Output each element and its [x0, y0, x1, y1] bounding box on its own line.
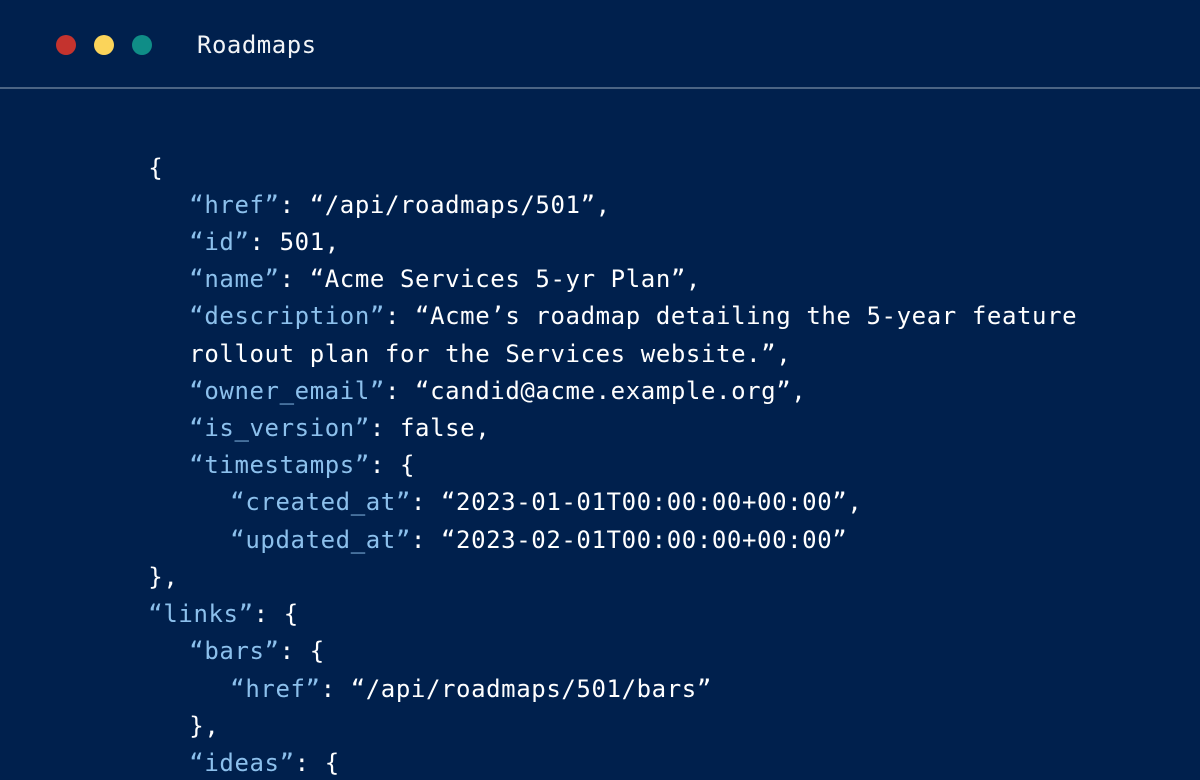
code-line: “bars”: {: [99, 596, 325, 665]
minimize-button[interactable]: [94, 35, 114, 55]
code-value: : “candid@acme.example.org”,: [384, 377, 807, 405]
code-line: rollout plan for the Services website.”,: [99, 299, 791, 368]
code-text: },: [189, 712, 220, 740]
code-text: {: [148, 154, 164, 182]
code-key: “owner_email”: [189, 377, 385, 405]
code-value: : {: [279, 637, 325, 665]
code-key: “href”: [189, 191, 280, 219]
code-line: “id”: 501,: [99, 187, 340, 256]
code-value: : “Acme Services 5-yr Plan”,: [279, 265, 701, 293]
close-button[interactable]: [56, 35, 76, 55]
code-key: “description”: [189, 302, 385, 330]
code-value: : {: [294, 749, 340, 777]
window-title: Roadmaps: [197, 31, 317, 59]
code-line: “created_at”: “2023-01-01T00:00:00+00:00…: [140, 447, 862, 516]
code-line: “ideas”: {: [99, 708, 340, 777]
code-text: rollout plan for the Services website.”,: [189, 340, 792, 368]
code-key: “id”: [189, 228, 250, 256]
code-key: “timestamps”: [189, 451, 370, 479]
code-text: },: [148, 563, 179, 591]
code-value: : false,: [369, 414, 491, 442]
code-key: “name”: [189, 265, 280, 293]
code-value: : 501,: [249, 228, 340, 256]
code-key: “updated_at”: [230, 526, 411, 554]
code-line: },: [58, 522, 178, 591]
code-key: “ideas”: [189, 749, 295, 777]
code-key: “links”: [148, 600, 254, 628]
code-value: : “/api/roadmaps/501/bars”: [320, 675, 712, 703]
code-line: “name”: “Acme Services 5-yr Plan”,: [99, 224, 701, 293]
code-line: “owner_email”: “candid@acme.example.org”…: [99, 336, 806, 405]
code-key: “is_version”: [189, 414, 370, 442]
code-line: {: [58, 113, 163, 182]
code-line: “href”: “/api/roadmaps/501/bars”: [140, 634, 712, 703]
code-value: : “Acme’s roadmap detailing the 5-year f…: [384, 302, 1078, 330]
title-bar: Roadmaps: [0, 0, 1200, 89]
code-value: : {: [369, 451, 416, 479]
code-line: “updated_at”: “2023-02-01T00:00:00+00:00…: [140, 485, 847, 554]
code-value: : “2023-01-01T00:00:00+00:00”,: [410, 488, 863, 516]
code-line: “href”: “/api/roadmaps/501”,: [99, 150, 611, 219]
code-key: “bars”: [189, 637, 280, 665]
code-value: : “/api/roadmaps/501”,: [279, 191, 611, 219]
code-line: “description”: “Acme’s roadmap detailing…: [99, 261, 1077, 330]
code-line: “links”: {: [58, 559, 299, 628]
code-line: “timestamps”: {: [99, 410, 415, 479]
code-line: },: [99, 671, 219, 740]
code-key: “created_at”: [230, 488, 411, 516]
code-line: “is_version”: false,: [99, 373, 490, 442]
maximize-button[interactable]: [132, 35, 152, 55]
code-key: “href”: [230, 675, 321, 703]
code-value: : {: [253, 600, 299, 628]
code-value: : “2023-02-01T00:00:00+00:00”: [410, 526, 848, 554]
